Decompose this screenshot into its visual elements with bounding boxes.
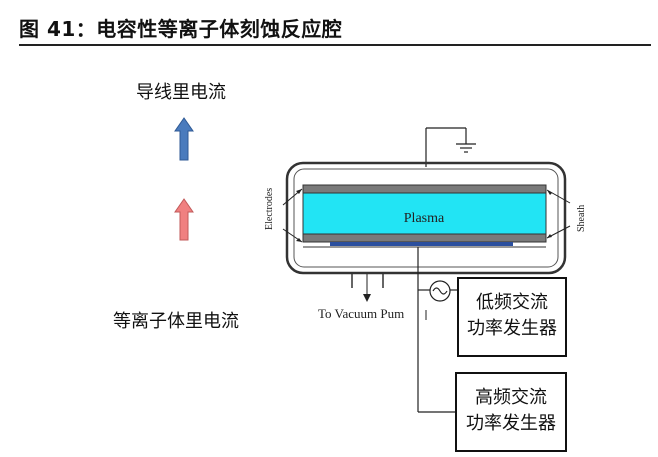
- power-feed-wire: [417, 247, 458, 413]
- title-underline: [19, 44, 651, 46]
- wire-current-arrow-icon: [174, 117, 194, 161]
- low-frequency-generator-line2: 功率发生器: [467, 318, 557, 339]
- bottom-electrode: [302, 233, 547, 243]
- low-frequency-generator-label: 低频交流 功率发生器: [458, 290, 566, 342]
- wire-current-label: 导线里电流: [136, 82, 226, 103]
- vacuum-port: [351, 272, 384, 302]
- plasma-current-label: 等离子体里电流: [113, 311, 239, 332]
- vacuum-pump-label: To Vacuum Pum: [318, 306, 404, 321]
- high-frequency-generator-line2: 功率发生器: [466, 413, 556, 434]
- low-frequency-generator-box: [457, 277, 567, 357]
- ground-wire: [425, 127, 467, 167]
- plasma-label: Plasma: [404, 211, 445, 226]
- sheath-pointer: [546, 189, 571, 239]
- sheath-label: Sheath: [576, 205, 587, 232]
- plasma-current-arrow-icon: [174, 198, 194, 241]
- high-frequency-generator-label: 高频交流 功率发生器: [456, 385, 566, 437]
- electrodes-pointer: [282, 188, 303, 243]
- ground-icon: [456, 143, 476, 153]
- high-frequency-generator-box: [455, 372, 567, 452]
- wafer: [330, 242, 513, 246]
- chamber-outer-wall: [285, 161, 567, 275]
- low-frequency-generator-line1: 低频交流: [476, 292, 548, 313]
- plasma-region: [302, 192, 547, 235]
- ac-source-icon: [429, 280, 451, 302]
- electrodes-label: Electrodes: [264, 188, 275, 230]
- top-electrode: [302, 184, 547, 194]
- high-frequency-generator-line1: 高频交流: [475, 387, 547, 408]
- figure-title: 图 41：电容性等离子体刻蚀反应腔: [19, 17, 343, 41]
